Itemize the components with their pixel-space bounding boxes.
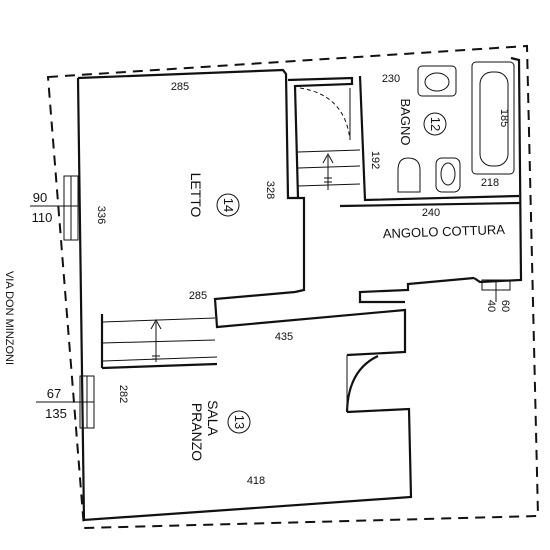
window-pranzo-top: 67 <box>47 386 61 401</box>
bagno-inner-wall <box>358 75 520 202</box>
outer-boundary <box>46 44 540 530</box>
main-wall <box>77 68 407 357</box>
passage-line-3 <box>297 183 361 187</box>
street-label: VIA DON MINZONI <box>3 271 15 365</box>
dim-bagno-top: 230 <box>382 73 400 85</box>
room-number-letto: 14 <box>221 198 236 212</box>
room-name-letto: LETTO <box>188 173 204 218</box>
room-name-cottura: ANGOLO COTTURA <box>383 222 506 241</box>
stair-arrow-icon <box>150 318 162 362</box>
window-letto-bottom: 110 <box>32 210 53 225</box>
room-circle-12 <box>423 112 447 136</box>
room-name-pranzo: PRANZO <box>189 403 205 461</box>
dim-letto-top: 285 <box>171 81 189 93</box>
window-cottura-top: 60 <box>499 300 511 312</box>
dim-cottura-top: 240 <box>422 207 440 219</box>
cottura-bottom-wall <box>358 276 475 304</box>
window-letto-top: 90 <box>33 190 47 205</box>
room-number-bagno: 12 <box>428 117 443 131</box>
room-number-pranzo: 13 <box>232 415 247 429</box>
dim-bagno-left: 192 <box>369 151 381 169</box>
window-cottura-bottom: 40 <box>485 300 497 312</box>
bathtub <box>471 61 515 175</box>
room-name-bagno: BAGNO <box>398 99 413 146</box>
left-wall <box>76 77 413 522</box>
passage-line-2 <box>297 165 361 169</box>
room-circle-14 <box>216 193 240 217</box>
corridor-line-4 <box>101 362 218 370</box>
dim-pranzo-left: 282 <box>117 385 129 403</box>
bidet <box>435 157 461 193</box>
bagno-wall <box>287 76 354 199</box>
right-wall <box>473 56 523 284</box>
door-swing-pranzo <box>345 355 379 413</box>
corridor-line-2 <box>101 339 216 344</box>
bidet-bowl <box>440 162 456 186</box>
dim-letto-right: 328 <box>264 181 276 199</box>
room-name-sala: SALA <box>205 400 221 436</box>
dim-letto-bottom: 285 <box>189 290 207 302</box>
dim-letto-left: 336 <box>95 206 107 224</box>
passage-line-1 <box>297 149 361 153</box>
dim-pranzo-bottom: 418 <box>247 475 265 487</box>
dim-bagno-bottom-right: 218 <box>481 177 499 189</box>
toilet <box>397 157 421 193</box>
sink-basin <box>424 72 450 92</box>
bathtub-inner <box>479 71 509 167</box>
sink <box>417 65 457 97</box>
cottura-top-wall <box>339 201 521 208</box>
door-swing-bagno <box>299 87 351 141</box>
corridor-line-1 <box>101 317 216 323</box>
stair-arrow-icon-2 <box>322 152 334 190</box>
dim-bathtub: 185 <box>498 109 510 127</box>
window-pranzo-bottom: 135 <box>45 406 67 421</box>
dim-corridor: 435 <box>275 331 293 343</box>
room-circle-13 <box>227 410 251 434</box>
